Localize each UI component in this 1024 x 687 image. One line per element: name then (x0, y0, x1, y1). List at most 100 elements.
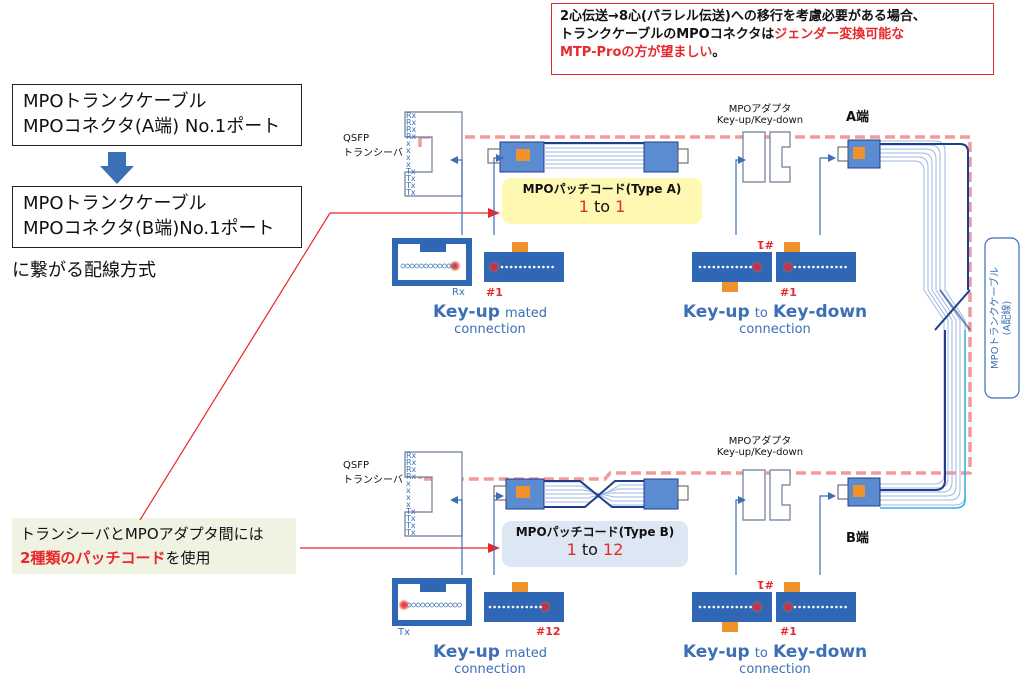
mated-conn-bottom: connection (454, 662, 526, 677)
top-num-c: #1 (780, 286, 797, 299)
fiber-dot (520, 605, 524, 609)
bottom-note-line1: トランシーバとMPOアダプタ間には (20, 525, 264, 543)
top-note-line1: 2心伝送→8心(パラレル伝送)への移行を考慮必要がある場合、 (560, 9, 926, 24)
top-note-line2a: トランクケーブルのMPOコネクタは (560, 27, 775, 42)
qsfp-port-label: Tx (406, 521, 416, 530)
qsfp-port-label: x (406, 153, 411, 162)
fiber-dot (712, 605, 716, 609)
mated-conn-top: connection (454, 322, 526, 337)
fiber-dot (830, 265, 834, 269)
patch-a-title: MPOパッチコード(Type A) (522, 182, 682, 196)
qsfp-port-label: Rx (406, 458, 417, 467)
adapter-label-top-2: Key-up/Key-down (716, 115, 804, 126)
transceiver-lane-dot (411, 602, 416, 608)
fiber-dot (816, 605, 820, 609)
fiber-dot (844, 265, 847, 269)
qsfp-port-label: x (406, 479, 411, 488)
kd-key2-top: Key-down (772, 302, 868, 322)
transceiver-lane-dot (420, 602, 426, 608)
patch-b-label: MPOパッチコード(Type B) 1 to 12 (502, 523, 688, 559)
fiber-dot (532, 265, 536, 269)
transceiver-lane-dot (406, 602, 412, 608)
connector-face-top-1 (484, 242, 564, 282)
fiber-dot (839, 605, 843, 609)
fiber-dot (542, 265, 545, 269)
qsfp-port-label: Rx (406, 451, 417, 460)
fiber-dot (528, 265, 531, 269)
patch-a-label: MPOパッチコード(Type A) 1 to 1 (502, 180, 702, 216)
fiber-dot (493, 605, 496, 609)
trunk-crossover (880, 143, 971, 509)
left-box-b-line1: MPOトランクケーブル (23, 193, 207, 214)
fiber-dot (802, 605, 806, 609)
trunk-label-main: MPOトランクケーブル (990, 267, 1001, 369)
fiber-dot (500, 265, 504, 269)
patch-b-right-connector (643, 478, 679, 510)
kd-to-top: to (754, 306, 768, 321)
kd-conn-top: connection (739, 322, 811, 337)
transceiver-lane-dot (423, 263, 429, 269)
fiber-dot (825, 605, 829, 609)
qsfp-port-label: Rx (406, 125, 417, 134)
a-end-ferrule (837, 146, 849, 162)
fiber-dot (488, 605, 492, 609)
fiber-dot (539, 605, 542, 609)
b-end-ferrule (837, 484, 849, 500)
transceiver-lane-dot (400, 263, 406, 269)
patch-a-fibers (544, 143, 644, 169)
bottom-num-c: #1 (780, 625, 797, 638)
mated-connection-top: Key-up mated connection (420, 302, 560, 338)
transceiver-lane-dot (409, 263, 415, 269)
fiber-dot (523, 265, 527, 269)
mpo-adapter-bottom (742, 469, 791, 521)
patch-b-left-key (516, 486, 530, 498)
transceiver-lane-dot (415, 602, 421, 608)
qsfp-port-label: Tx (406, 174, 416, 183)
kd-connection-bottom: Key-up to Key-down connection (680, 642, 870, 678)
trunk-label-sub: (A配線) (1002, 300, 1013, 336)
kd-key1-top: Key-up (682, 302, 750, 322)
fiber-dot (839, 265, 843, 269)
qsfp-transceiver-bottom (404, 451, 463, 537)
fiber-dot (509, 265, 513, 269)
qsfp-port-label: x (406, 493, 411, 502)
left-caption: に繋がる配線方式 (12, 260, 156, 281)
qsfp-port-label: Rx (406, 118, 417, 127)
transceiver-lane-dot (432, 263, 438, 269)
qsfp-port-label: Tx (406, 514, 416, 523)
fiber-dot (551, 265, 554, 269)
b-end-key (853, 485, 865, 497)
patch-a-left-key (516, 149, 530, 161)
connector-face-bottom-1 (484, 582, 564, 622)
fiber-dot (807, 605, 811, 609)
qsfp-port-label: Rx (406, 472, 417, 481)
top-note-line3a: MTP-Proの方が望ましい (560, 45, 713, 60)
adapter-label-bottom-1: MPOアダプタ (728, 436, 792, 447)
fiber-dot (502, 605, 506, 609)
fiber-dot (807, 265, 811, 269)
kd-key2-bottom: Key-down (772, 642, 868, 662)
left-box-a: MPOトランクケーブル MPOコネクタ(A端) No.1ポート (12, 84, 302, 146)
fiber-dot (726, 265, 729, 269)
transceiver-lane-dot (425, 602, 430, 608)
patch-a-to: 1 (615, 197, 626, 216)
qsfp-label-bottom: QSFP トランシーバ (343, 460, 403, 486)
patch-b-to-word: to (581, 540, 598, 559)
qsfp-port-label: Tx (406, 181, 416, 190)
qsfp-port-label: Rx (406, 111, 417, 120)
connector-face-bottom-2 (692, 592, 772, 632)
bottom-note-line2a: 2種類のパッチコード (20, 549, 166, 567)
patch-a-to-word: to (593, 197, 611, 216)
bottom-note: トランシーバとMPOアダプタ間には 2種類のパッチコードを使用 (12, 518, 296, 574)
connector-face-top-2 (692, 252, 772, 292)
fiber-dot (505, 265, 508, 269)
mated-key-top: Key-up (433, 302, 500, 322)
qsfp-port-label: Rx (406, 465, 417, 474)
bottom-note-line2b: を使用 (165, 549, 211, 567)
kd-to-bottom: to (754, 646, 768, 661)
fiber-dot (749, 265, 752, 269)
transceiver-lane-dot (434, 602, 439, 608)
mpo-adapter-top (742, 131, 791, 183)
fiber-dot (721, 605, 725, 609)
fiber-dot (735, 265, 739, 269)
